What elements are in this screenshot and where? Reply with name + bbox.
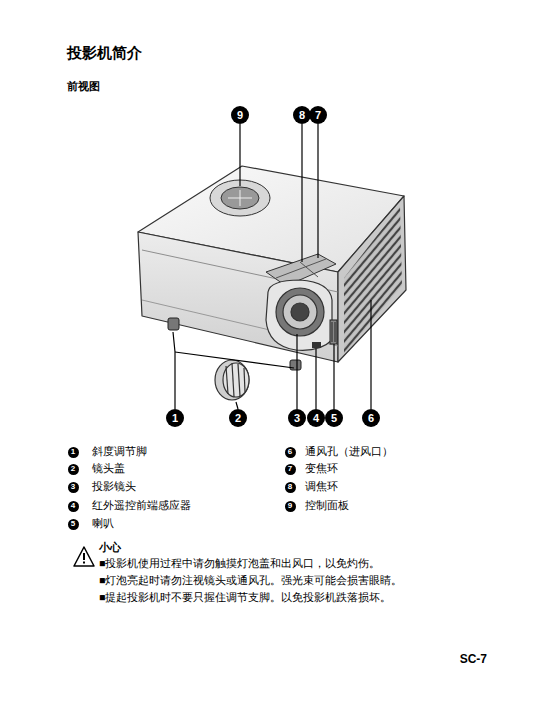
list-marker: 7 <box>285 464 296 475</box>
part-name: 调焦环 <box>305 480 338 493</box>
callout-number: 6 <box>362 409 380 427</box>
callout-text: 2 <box>235 413 241 424</box>
callout-text: 9 <box>288 502 292 510</box>
callout-number: 4 <box>307 409 325 427</box>
callout-text: 1 <box>172 413 178 424</box>
caution-text: ■提起投影机时不要只握住调节支脚。以免投影机跌落损坏。 <box>99 591 391 604</box>
caution-text: ■投影机使用过程中请勿触摸灯泡盖和出风口，以免灼伤。 <box>99 557 380 570</box>
callout-text: 1 <box>71 448 75 456</box>
callout-text: 5 <box>71 520 75 528</box>
caution-icon <box>74 547 94 566</box>
callout-number: 9 <box>231 106 249 124</box>
part-name: 变焦环 <box>305 462 338 475</box>
callout-number: 3 <box>288 409 306 427</box>
part-name: 镜头盖 <box>92 462 125 475</box>
list-marker: 8 <box>285 482 296 493</box>
speaker-grille <box>330 320 337 344</box>
list-marker: 3 <box>68 482 79 493</box>
list-marker: 2 <box>68 464 79 475</box>
list-marker: 9 <box>285 501 296 512</box>
caution-text: ■灯泡亮起时请勿注视镜头或通风孔。强光束可能会损害眼睛。 <box>99 574 402 587</box>
callout-number: 2 <box>229 409 247 427</box>
part-name: 红外遥控前端感应器 <box>92 499 191 512</box>
leader-lines <box>173 124 371 409</box>
callout-text: 5 <box>331 413 337 424</box>
lens-cap <box>215 360 249 400</box>
callout-text: 4 <box>71 502 75 510</box>
part-name: 斜度调节脚 <box>92 445 147 458</box>
callout-text: 9 <box>237 110 243 121</box>
callout-text: 8 <box>288 483 292 491</box>
callout-text: 3 <box>294 413 300 424</box>
part-name: 通风孔（进风口） <box>305 445 393 458</box>
ir-sensor <box>312 342 321 348</box>
callout-text: 7 <box>315 110 321 121</box>
list-marker: 5 <box>68 519 79 530</box>
callout-text: 4 <box>313 413 319 424</box>
page-number: SC-7 <box>460 652 487 666</box>
page-title: 投影机简介 <box>67 44 142 62</box>
callout-text: 7 <box>288 465 292 473</box>
part-name: 投影镜头 <box>92 480 136 493</box>
callout-number: 7 <box>309 106 327 124</box>
list-marker: 6 <box>285 447 296 458</box>
callout-text: 6 <box>368 413 374 424</box>
callout-number: 5 <box>325 409 343 427</box>
caution-heading: 小心 <box>99 541 121 554</box>
callout-text: 3 <box>71 483 75 491</box>
callout-text: 8 <box>299 110 305 121</box>
callout-text: 2 <box>71 465 75 473</box>
callout-text: 6 <box>288 448 292 456</box>
list-marker: 4 <box>68 501 79 512</box>
part-name: 控制面板 <box>305 499 349 512</box>
part-name: 喇叭 <box>92 517 114 530</box>
projection-lens <box>266 280 332 350</box>
callout-number: 1 <box>166 409 184 427</box>
section-heading: 前视图 <box>67 80 100 93</box>
list-marker: 1 <box>68 447 79 458</box>
vent-grille <box>340 200 410 370</box>
